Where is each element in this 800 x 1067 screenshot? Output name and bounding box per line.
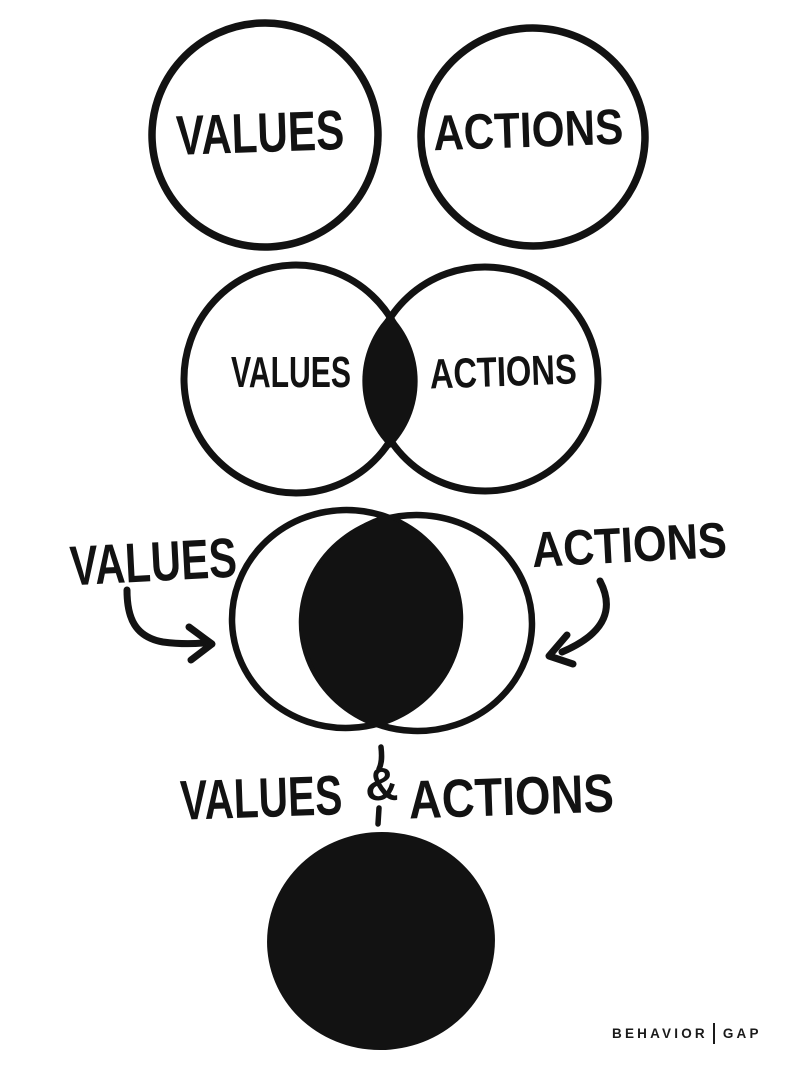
actions-label-separate: ACTIONS <box>432 99 624 162</box>
stage-separate: VALUES ACTIONS <box>148 19 649 251</box>
values-circle-separate <box>148 19 382 251</box>
actions-circle-separate <box>417 24 649 250</box>
overlap-lens-large <box>304 516 461 726</box>
actions-arrow-icon <box>545 577 610 668</box>
overlap-lens-small <box>362 314 418 448</box>
values-label-overlapping: VALUES <box>68 526 238 598</box>
merged-black-circle <box>267 831 495 1051</box>
values-label-touching: VALUES <box>231 348 351 397</box>
actions-word-merged: ACTIONS <box>408 763 615 830</box>
stage-merged: VALUES & ACTIONS <box>179 744 615 1051</box>
logo-text-behavior: BEHAVIOR <box>612 1026 708 1041</box>
actions-label-touching: ACTIONS <box>429 345 578 397</box>
behavior-gap-logo: BEHAVIOR GAP <box>612 1023 762 1044</box>
stage-overlapping: VALUES ACTIONS <box>68 506 728 735</box>
actions-label-overlapping: ACTIONS <box>530 512 728 578</box>
ampersand-glyph: & <box>365 744 399 827</box>
values-arrow-icon <box>123 586 216 664</box>
stage-touching: VALUES ACTIONS <box>180 261 602 497</box>
values-label-separate: VALUES <box>175 98 345 167</box>
actions-circle-overlapping <box>298 511 536 735</box>
logo-text-gap: GAP <box>722 1026 762 1041</box>
logo-divider <box>712 1023 715 1044</box>
values-word-merged: VALUES <box>179 763 343 832</box>
